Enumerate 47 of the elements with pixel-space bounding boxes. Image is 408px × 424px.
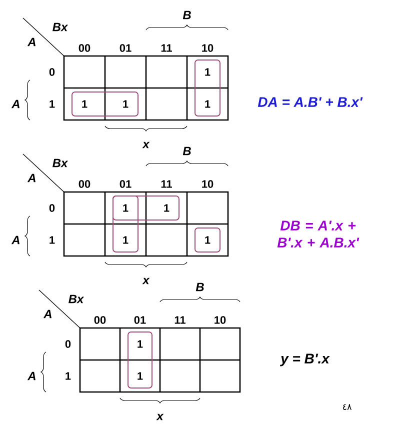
column-header: 01 bbox=[134, 316, 146, 324]
cell-value: 1 bbox=[138, 372, 143, 380]
row-header: 1 bbox=[50, 100, 55, 108]
cell-value: 1 bbox=[82, 100, 88, 108]
column-header: 00 bbox=[78, 180, 90, 188]
row-header: 0 bbox=[65, 340, 71, 348]
cell-value: 1 bbox=[164, 204, 170, 212]
column-header: 11 bbox=[161, 44, 172, 52]
variable-label: Bx bbox=[52, 22, 68, 32]
cell-value: 1 bbox=[205, 100, 210, 108]
column-header: 10 bbox=[214, 316, 226, 324]
cell-value: 1 bbox=[205, 68, 210, 76]
variable-label: Bx bbox=[68, 294, 84, 304]
variable-label: B bbox=[182, 146, 191, 156]
cell-value: 1 bbox=[123, 100, 128, 108]
variable-label: A bbox=[27, 372, 36, 380]
column-header: 01 bbox=[120, 44, 132, 52]
row-header: 1 bbox=[66, 372, 71, 380]
cell-value: 1 bbox=[205, 236, 210, 244]
page-number: ٤٨ bbox=[342, 404, 352, 410]
variable-label: A bbox=[43, 310, 52, 318]
variable-label: A bbox=[11, 100, 20, 108]
cell-value: 1 bbox=[123, 204, 128, 212]
variable-label: x bbox=[142, 278, 150, 284]
cell-value: 1 bbox=[138, 340, 143, 348]
variable-label: x bbox=[156, 414, 164, 420]
variable-label: x bbox=[142, 142, 150, 148]
variable-label: Bx bbox=[52, 158, 68, 168]
column-header: 11 bbox=[174, 316, 186, 324]
equation: DB = A'.x + B'.x + A.B.x' bbox=[277, 220, 360, 248]
row-header: 1 bbox=[50, 236, 55, 244]
column-header: 11 bbox=[161, 180, 172, 188]
variable-label: A bbox=[27, 38, 36, 46]
equation: y = B'.x bbox=[280, 354, 330, 366]
equation: DA = A.B' + B.x' bbox=[258, 97, 363, 107]
variable-label: B bbox=[182, 10, 191, 20]
column-header: 01 bbox=[120, 180, 132, 188]
row-header: 0 bbox=[49, 204, 55, 212]
column-header: 00 bbox=[78, 44, 90, 52]
column-header: 10 bbox=[202, 180, 214, 188]
variable-label: A bbox=[11, 236, 20, 244]
cell-value: 1 bbox=[123, 236, 128, 244]
variable-label: A bbox=[27, 174, 36, 182]
column-header: 10 bbox=[202, 44, 214, 52]
column-header: 00 bbox=[94, 316, 106, 324]
row-header: 0 bbox=[49, 68, 55, 76]
variable-label: B bbox=[196, 282, 204, 292]
